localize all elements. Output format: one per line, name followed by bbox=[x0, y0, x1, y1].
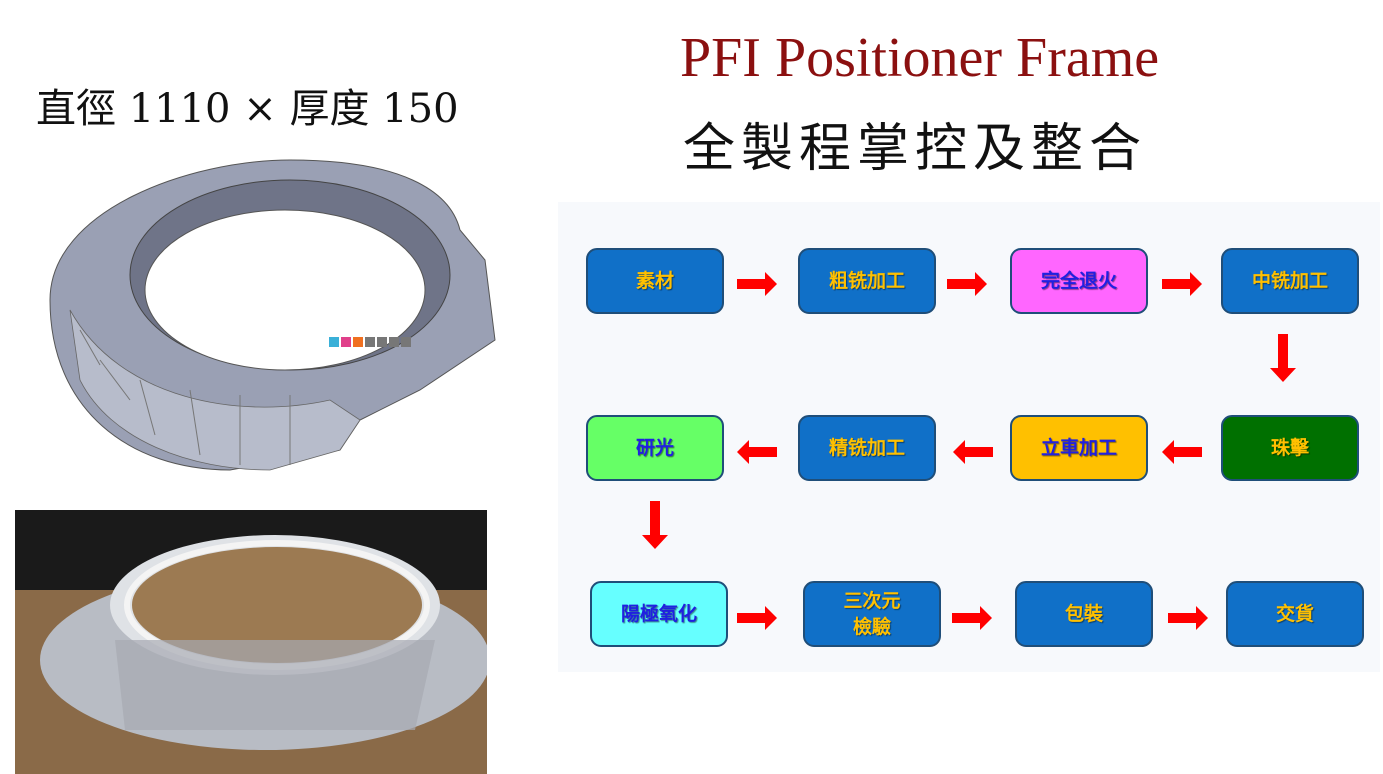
step-label: 研光 bbox=[635, 437, 674, 459]
step-anodizing: 陽極氧化 bbox=[590, 581, 728, 647]
cad-render-image bbox=[49, 159, 496, 471]
step-label: 中铣加工 bbox=[1251, 270, 1328, 292]
step-vertical-turning: 立車加工 bbox=[1010, 415, 1148, 481]
step-label: 粗铣加工 bbox=[828, 270, 905, 292]
cad-annotation-toolbar bbox=[329, 337, 411, 347]
step-label: 精铣加工 bbox=[828, 437, 905, 459]
arrow-right-icon bbox=[737, 606, 777, 630]
step-raw-material: 素材 bbox=[586, 248, 724, 314]
step-label: 包裝 bbox=[1064, 603, 1103, 625]
note-icon[interactable] bbox=[341, 337, 351, 347]
arrow-down-icon bbox=[1270, 334, 1296, 382]
step-delivery: 交貨 bbox=[1226, 581, 1364, 647]
step-packaging: 包裝 bbox=[1015, 581, 1153, 647]
arrow-right-icon bbox=[1168, 606, 1208, 630]
step-rough-milling: 粗铣加工 bbox=[798, 248, 936, 314]
step-label: 立車加工 bbox=[1040, 437, 1117, 459]
title-english: PFI Positioner Frame bbox=[680, 27, 1160, 89]
step-label: 珠擊 bbox=[1270, 437, 1309, 459]
tag-icon[interactable] bbox=[329, 337, 339, 347]
arrow-right-icon bbox=[737, 272, 777, 296]
step-finish-milling: 精铣加工 bbox=[798, 415, 936, 481]
arrow-down-icon bbox=[642, 501, 668, 549]
title-chinese: 全製程掌控及整合 bbox=[683, 119, 1148, 179]
dimension-label: 直徑 1110 × 厚度 150 bbox=[36, 86, 459, 132]
step-cmm-inspection: 三次元 檢驗 bbox=[803, 581, 941, 647]
flag-icon[interactable] bbox=[353, 337, 363, 347]
step-label: 素材 bbox=[635, 270, 674, 292]
step-label: 交貨 bbox=[1275, 603, 1314, 625]
step-polishing: 研光 bbox=[586, 415, 724, 481]
step-full-annealing: 完全退火 bbox=[1010, 248, 1148, 314]
arrow-left-icon bbox=[953, 440, 993, 464]
text-icon[interactable] bbox=[377, 337, 387, 347]
machined-part-photo bbox=[15, 510, 487, 774]
arrow-right-icon bbox=[1162, 272, 1202, 296]
gear-icon[interactable] bbox=[365, 337, 375, 347]
step-medium-milling: 中铣加工 bbox=[1221, 248, 1359, 314]
arrow-left-icon bbox=[737, 440, 777, 464]
step-label: 陽極氧化 bbox=[620, 603, 697, 625]
panel-icon[interactable] bbox=[389, 337, 399, 347]
arrow-right-icon bbox=[947, 272, 987, 296]
step-shot-peening: 珠擊 bbox=[1221, 415, 1359, 481]
arrow-left-icon bbox=[1162, 440, 1202, 464]
step-label: 完全退火 bbox=[1040, 270, 1117, 292]
step-label: 三次元 檢驗 bbox=[843, 590, 901, 638]
settings-icon[interactable] bbox=[401, 337, 411, 347]
arrow-right-icon bbox=[952, 606, 992, 630]
